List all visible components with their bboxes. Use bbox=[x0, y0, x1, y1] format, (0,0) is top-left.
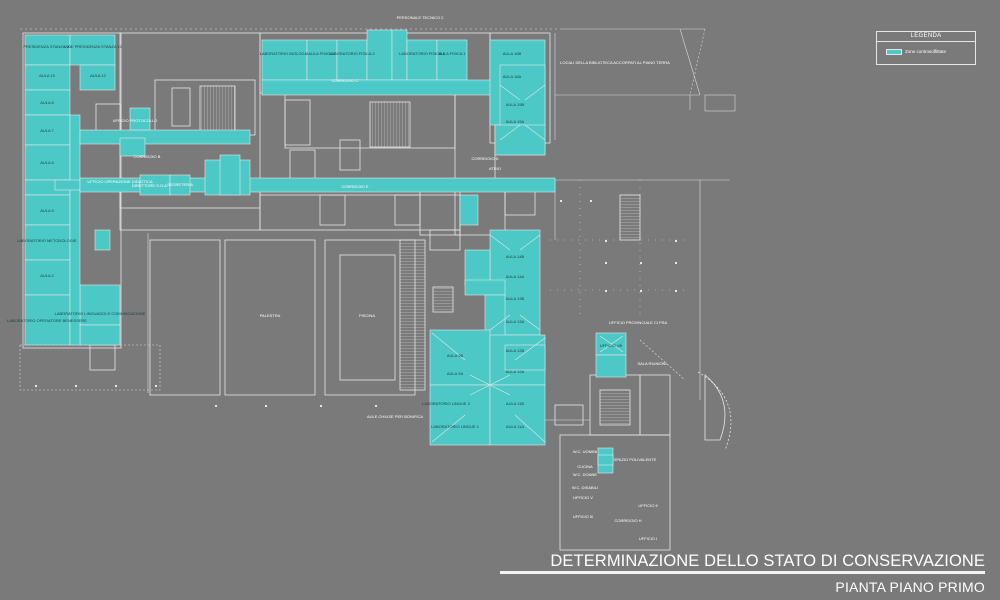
label-segreteria: SEGRETERIA bbox=[167, 182, 193, 187]
legend-title: LEGENDA bbox=[877, 32, 975, 42]
label-aula-11a: AULA 11A bbox=[506, 424, 524, 429]
label-aula-5: AULA 5 bbox=[40, 208, 54, 213]
label-aula-14b: AULA 14B bbox=[506, 254, 525, 259]
label-cucina: CUCINA bbox=[577, 464, 593, 469]
label-ufficio-provinciale: UFFICIO PROVINCIALE CI PSA bbox=[609, 320, 668, 325]
label-ufficio-operazioni: UFFICIO OPERAZIONE DIDATTICA bbox=[87, 179, 153, 184]
label-ufficio-iii: UFFICIO III bbox=[573, 514, 593, 519]
legend-item-label: Zone controsoffittate bbox=[905, 49, 946, 54]
label-wc-uomini: W.C. UOMINI bbox=[573, 449, 597, 454]
label-aula-11b: AULA 11B bbox=[506, 401, 524, 406]
label-aula-14a: AULA 14A bbox=[506, 274, 525, 279]
label-aula-12b: AULA 12B bbox=[506, 348, 525, 353]
label-piscina: PISCINA bbox=[359, 313, 375, 318]
legend-swatch bbox=[886, 49, 902, 55]
label-presidenza: PRESIDENZA STANZA 10 bbox=[23, 44, 71, 49]
label-aula-6: AULA 6 bbox=[40, 160, 54, 165]
label-ufficio-v: UFFICIO V bbox=[573, 495, 593, 500]
label-corridoio-e: CORRIDOIO E bbox=[342, 184, 369, 189]
label-aula-2: AULA 2 bbox=[40, 273, 54, 278]
label-aula-16b: AULA 16B bbox=[503, 51, 522, 56]
label-aula-8: AULA 8 bbox=[40, 100, 54, 105]
drawing-title: DETERMINAZIONE DELLO STATO DI CONSERVAZI… bbox=[550, 552, 985, 570]
label-personale-tecnico: PERSONALE TECNICO 2 bbox=[397, 15, 445, 20]
label-aula-13b: AULA 13B bbox=[506, 296, 525, 301]
columns bbox=[35, 200, 677, 407]
label-aule-chiuse: AULE CHIUSE PER BONIFICA bbox=[367, 414, 423, 419]
label-wc-donne: W.C. DONNE bbox=[573, 472, 598, 477]
label-aula-15a: AULA 15A bbox=[506, 119, 525, 124]
title-rule bbox=[500, 571, 985, 574]
room-labels: PRESIDENZA STANZA 10 VICE PRESIDENZA STA… bbox=[7, 15, 670, 541]
label-ufficio-ii: UFFICIO II bbox=[638, 503, 657, 508]
drawing-subtitle: PIANTA PIANO PRIMO bbox=[835, 579, 985, 595]
label-lab-operatore: LABORATORIO OPERATORE BENESSERE bbox=[7, 318, 87, 323]
label-corridoio-b: CORRIDOIO B bbox=[134, 154, 161, 159]
label-aula-13a: AULA 13A bbox=[506, 319, 525, 324]
label-lab-biologia: LABORATORIO BIOLOGIA bbox=[260, 51, 309, 56]
label-ufficio-protocollo: UFFICIO PROTOCOLLO bbox=[113, 118, 158, 123]
label-lab-lingue-1: LABORATORIO LINGUE 1 bbox=[431, 424, 480, 429]
label-aula-10: AULA 10 bbox=[39, 73, 56, 78]
label-lab-linguaggi: LABORATORIO LINGUAGGI E COMUNICAZIONE bbox=[55, 311, 146, 316]
label-aula-16a: AULA 16A bbox=[503, 74, 522, 79]
legend-box: LEGENDA Zone controsoffittate bbox=[876, 31, 976, 65]
label-lab-lingue-2: LABORATORIO LINGUE 2 bbox=[422, 401, 471, 406]
label-spazio-polivalente: SPAZIO POLIVALENTE bbox=[614, 457, 657, 462]
label-palestra: PALESTRA bbox=[260, 313, 281, 318]
highlighted-zones bbox=[24, 29, 627, 474]
label-aula-fisica-2: AULA FISICA 2 bbox=[308, 51, 336, 56]
label-aula-fisica-1: AULA FISICA 1 bbox=[438, 51, 466, 56]
label-lab-fisica-1: LABORATORIO FISICA 1 bbox=[399, 51, 445, 56]
label-corridoio-h: CORRIDOIO H bbox=[614, 518, 641, 523]
label-aula-9b: AULA 9B bbox=[447, 353, 464, 358]
label-direttore: DIRETTORE S.G.A. bbox=[132, 183, 168, 188]
label-corridoio-c: CORRIDOIO C bbox=[331, 78, 358, 83]
label-wc-disabili: W.C. DISABILI bbox=[572, 485, 598, 490]
label-aula-9a: AULA 9A bbox=[447, 371, 464, 376]
label-aula-15b: AULA 15B bbox=[506, 102, 525, 107]
label-corridoio-d: CORRIDOIO D bbox=[471, 156, 498, 161]
label-biblioteca: LOCALI DELLA BIBLIOTECA ACCORPATI AL PIA… bbox=[560, 60, 670, 65]
label-ufficio-vb: UFFICIO VB bbox=[600, 343, 623, 348]
label-aula-12: AULA 12 bbox=[90, 73, 107, 78]
label-aula-7: AULA 7 bbox=[40, 128, 54, 133]
label-ufficio-i: UFFICIO I bbox=[639, 536, 657, 541]
zone-diagonals bbox=[431, 84, 686, 443]
label-lab-fisica-2: LABORATORIO FISICA 2 bbox=[329, 51, 375, 56]
label-vice-presidenza: VICE PRESIDENZA STANZA 10 bbox=[64, 44, 122, 49]
structural-outlines bbox=[22, 32, 732, 551]
label-atrio: ATRIO bbox=[489, 166, 501, 171]
label-aula-12a: AULA 12A bbox=[506, 369, 525, 374]
label-lab-metodologie: LABORATORIO METODOLOGIE bbox=[17, 238, 77, 243]
label-sala-riunioni: SALA RIUNIONI bbox=[637, 361, 666, 366]
